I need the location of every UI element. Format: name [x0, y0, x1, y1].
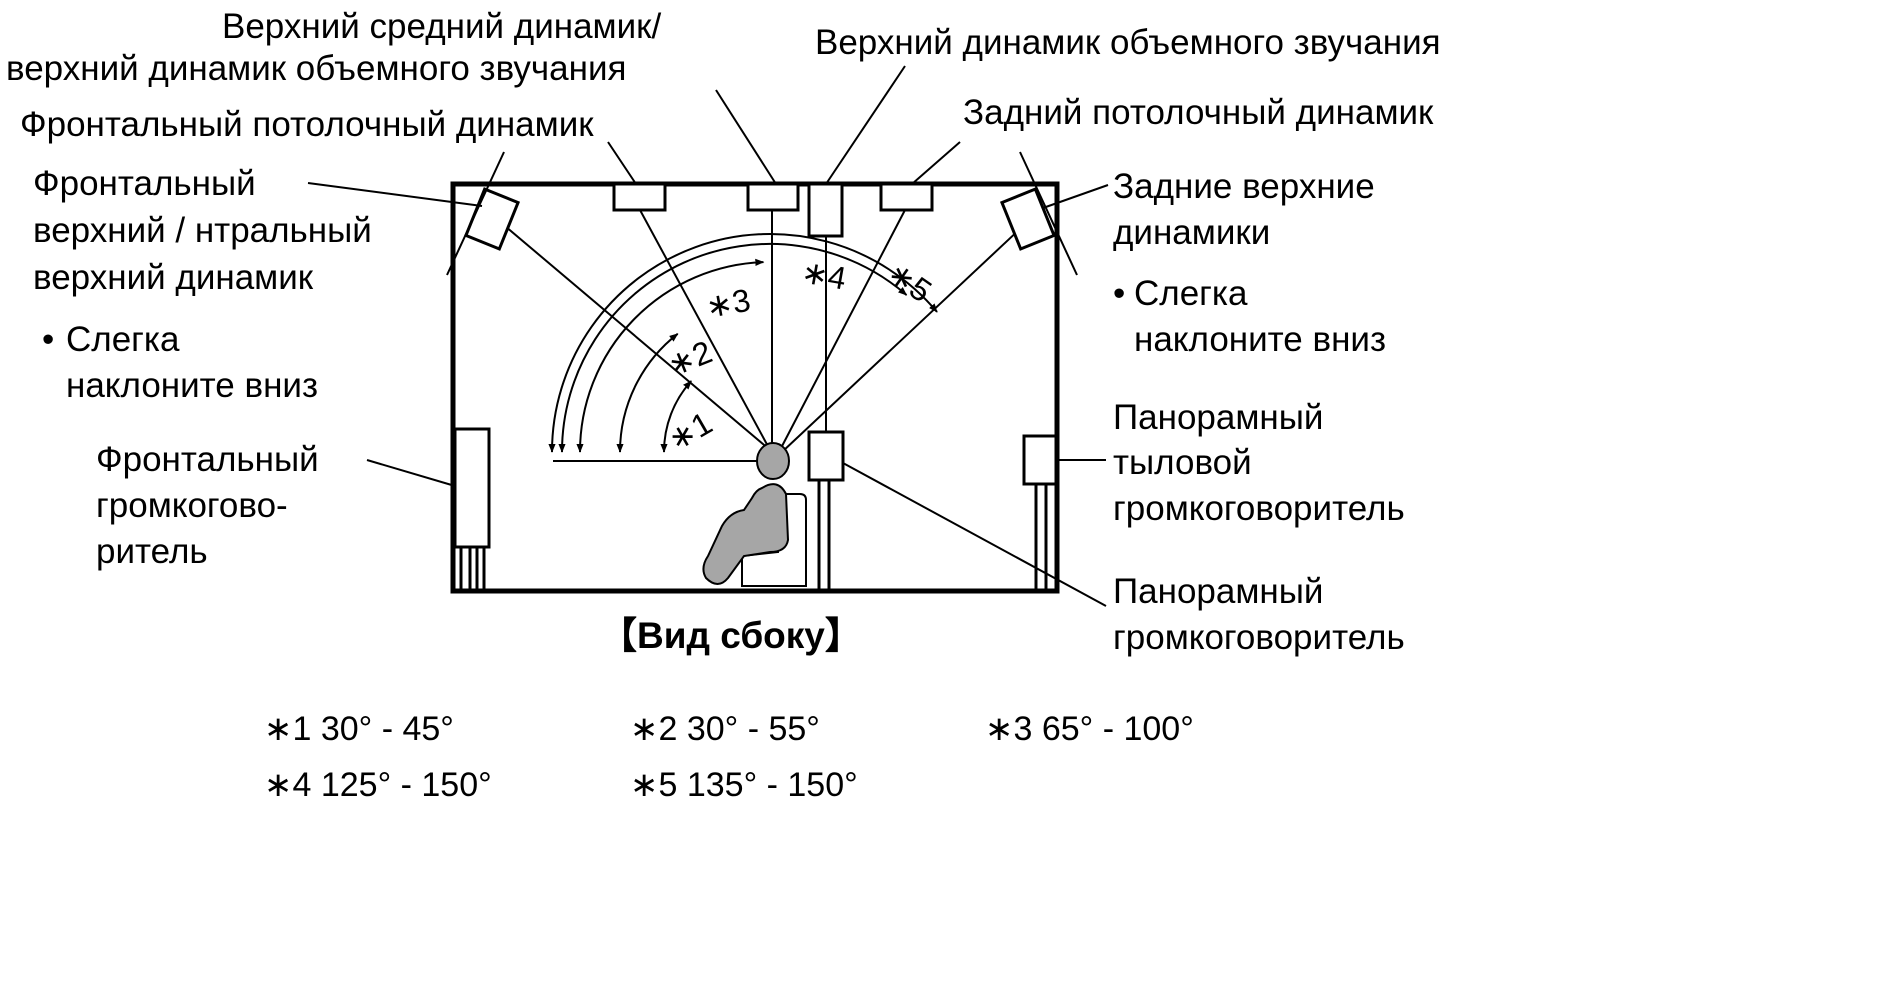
- surround-speaker-stand: [817, 480, 831, 591]
- label-front-tilt-line1: Слегка: [66, 320, 180, 359]
- labels: Верхний средний динамик/ верхний динамик…: [6, 7, 1441, 657]
- label-front-speaker-line1: Фронтальный: [96, 440, 319, 479]
- leader-front-ceiling: [607, 141, 637, 185]
- leader-surround: [842, 462, 1107, 607]
- legend-item-5: ∗5 135° - 150°: [630, 766, 858, 804]
- label-rear-tilt-line2: наклоните вниз: [1134, 320, 1386, 359]
- arc-marker-5: ∗5: [881, 254, 938, 309]
- label-front-tilt-line2: наклоните вниз: [66, 366, 318, 405]
- label-surround-back-line2: тыловой: [1113, 443, 1252, 482]
- label-rear-height-line1: Задние верхние: [1113, 167, 1375, 206]
- leader-rear-height: [1042, 184, 1109, 209]
- arc-markers: ∗1 ∗2 ∗3 ∗4 ∗5: [662, 253, 939, 458]
- label-front-height-line3: верхний динамик: [33, 258, 314, 297]
- label-front-height-line1: Фронтальный: [33, 164, 256, 203]
- label-rear-height-line2: динамики: [1113, 213, 1270, 252]
- leader-rear-ceiling: [911, 141, 961, 185]
- angle-legend: ∗1 30° - 45° ∗2 30° - 55° ∗3 65° - 100° …: [264, 710, 1194, 804]
- top-middle-speaker: [746, 182, 800, 212]
- top-surround-speaker: [807, 182, 844, 238]
- sight-line-rear-ceiling: [779, 209, 906, 451]
- front-ceiling-speaker: [612, 182, 667, 212]
- sight-line-rear-height: [781, 226, 1023, 453]
- sight-line-front-height: [504, 225, 771, 451]
- label-surround-back-line3: громкоговоритель: [1113, 489, 1405, 528]
- diagram-canvas: ∗1 ∗2 ∗3 ∗4 ∗5 Верхний средний динамик/ …: [6, 7, 1441, 804]
- angle-arcs: [548, 233, 938, 453]
- sight-lines: [504, 209, 1023, 453]
- front-speaker-stand: [459, 547, 486, 591]
- arc-marker-3: ∗3: [703, 282, 753, 325]
- surround-back-speaker: [1022, 434, 1058, 486]
- legend-item-1: ∗1 30° - 45°: [264, 710, 454, 748]
- label-front-speaker-line3: ритель: [96, 532, 208, 571]
- listener-body: [702, 483, 790, 585]
- legend-item-2: ∗2 30° - 55°: [630, 710, 820, 748]
- label-front-speaker-line2: громкогово-: [96, 486, 288, 525]
- listener: [702, 442, 807, 587]
- legend-item-4: ∗4 125° - 150°: [264, 766, 492, 804]
- listener-head: [756, 442, 790, 480]
- rear-height-speaker: [999, 187, 1057, 251]
- legend-item-3: ∗3 65° - 100°: [985, 710, 1194, 748]
- rear-ceiling-speaker: [879, 182, 934, 212]
- label-top-surround: Верхний динамик объемного звучания: [815, 23, 1441, 62]
- tilt-guide-rear: [1019, 151, 1078, 276]
- leader-lines: [307, 65, 1109, 607]
- side-view-diagram: ∗1 ∗2 ∗3 ∗4 ∗5 Верхний средний динамик/ …: [6, 7, 1441, 804]
- leader-front-height: [307, 182, 483, 207]
- leader-top-surround: [825, 65, 906, 185]
- label-front-height-line2: верхний / нтральный: [33, 211, 372, 250]
- label-rear-tilt-line1: Слегка: [1134, 274, 1248, 313]
- view-title: 【Вид сбоку】: [600, 615, 862, 656]
- tilt-guide-front: [446, 151, 505, 276]
- label-surround-line1: Панорамный: [1113, 572, 1323, 611]
- surround-back-stand: [1034, 484, 1048, 591]
- label-top-middle-line2: верхний динамик объемного звучания: [6, 49, 626, 88]
- front-speaker: [453, 427, 491, 549]
- arc-marker-4: ∗4: [799, 253, 849, 296]
- label-surround-line2: громкоговоритель: [1113, 618, 1405, 657]
- label-rear-ceiling: Задний потолочный динамик: [963, 93, 1434, 132]
- label-top-middle-line1: Верхний средний динамик/: [222, 7, 661, 46]
- bullet-rear-tilt: •: [1113, 274, 1125, 313]
- chair: [741, 493, 807, 587]
- arc-marker-1: ∗1: [662, 405, 719, 458]
- label-front-ceiling: Фронтальный потолочный динамик: [20, 105, 594, 144]
- leader-front-speaker: [366, 459, 456, 487]
- angle-arc-5: [548, 233, 938, 453]
- surround-speaker: [807, 430, 845, 482]
- bullet-front-tilt: •: [42, 320, 54, 359]
- leader-top-middle: [715, 89, 777, 185]
- sight-line-front-ceiling: [639, 209, 771, 451]
- label-surround-back-line1: Панорамный: [1113, 398, 1323, 437]
